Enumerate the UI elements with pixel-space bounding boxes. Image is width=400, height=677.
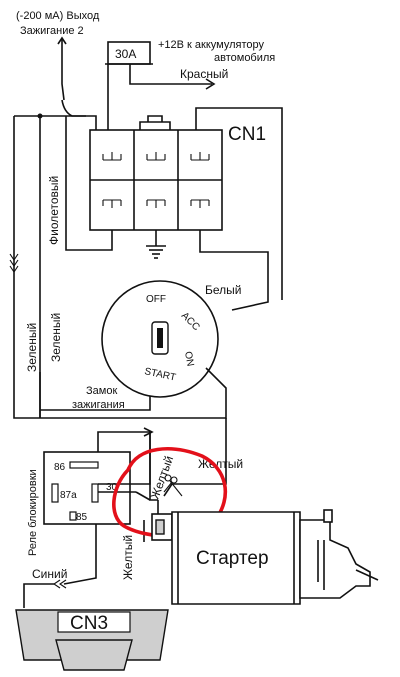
wire-blue [63, 560, 97, 585]
cut-marker-icon [163, 474, 183, 497]
violet-wire-label: Фиолетовый [47, 176, 61, 245]
pin-30: 30 [106, 482, 118, 493]
wire-yellow-2 [163, 418, 227, 497]
starter-label: Стартер [196, 548, 269, 569]
battery-label-line1: +12В к аккумулятору [158, 39, 265, 51]
ground-symbol [146, 230, 166, 259]
wire-violet [65, 116, 113, 251]
ign-off: OFF [146, 294, 166, 305]
lock-label-line2: зажигания [72, 399, 125, 411]
green-wire-label-1: Зеленый [25, 323, 39, 372]
ign-on: ON [182, 351, 195, 368]
relay-label: Реле блокировки [27, 469, 39, 556]
yellow-wire-label-3: Желтый [121, 535, 135, 580]
cn1-label: CN1 [228, 124, 266, 145]
pin-85: 85 [76, 512, 88, 523]
cn1-connector: CN1 [89, 115, 266, 231]
output-label-line2: Зажигание 2 [20, 25, 84, 37]
fuse-label: 30A [115, 47, 136, 61]
fuse-30a: 30A [105, 41, 153, 65]
cn3-connector: CN3 [15, 609, 169, 671]
wire-green-outer [13, 116, 150, 419]
white-wire-label: Белый [205, 283, 241, 297]
ignition-switch: OFF ACC ON START [101, 280, 219, 398]
starter-motor: Стартер [151, 509, 379, 605]
wire-cn1-right [195, 107, 283, 300]
wire-ign2-output [61, 38, 65, 101]
cn3-label: CN3 [70, 613, 108, 634]
blue-wire-label: Синий [32, 567, 67, 581]
red-wire-label: Красный [180, 67, 228, 81]
output-label-line1: (-200 мА) Выход [16, 10, 100, 22]
arrow-battery [205, 78, 216, 90]
lock-label-line1: Замок [86, 385, 117, 397]
green-wire-label-2: Зеленый [49, 313, 63, 362]
pin-87a: 87a [60, 490, 77, 501]
pin-86: 86 [54, 462, 66, 473]
wire-white [199, 230, 269, 311]
wire-red [129, 64, 212, 85]
battery-label-line2: автомобиля [214, 52, 275, 64]
